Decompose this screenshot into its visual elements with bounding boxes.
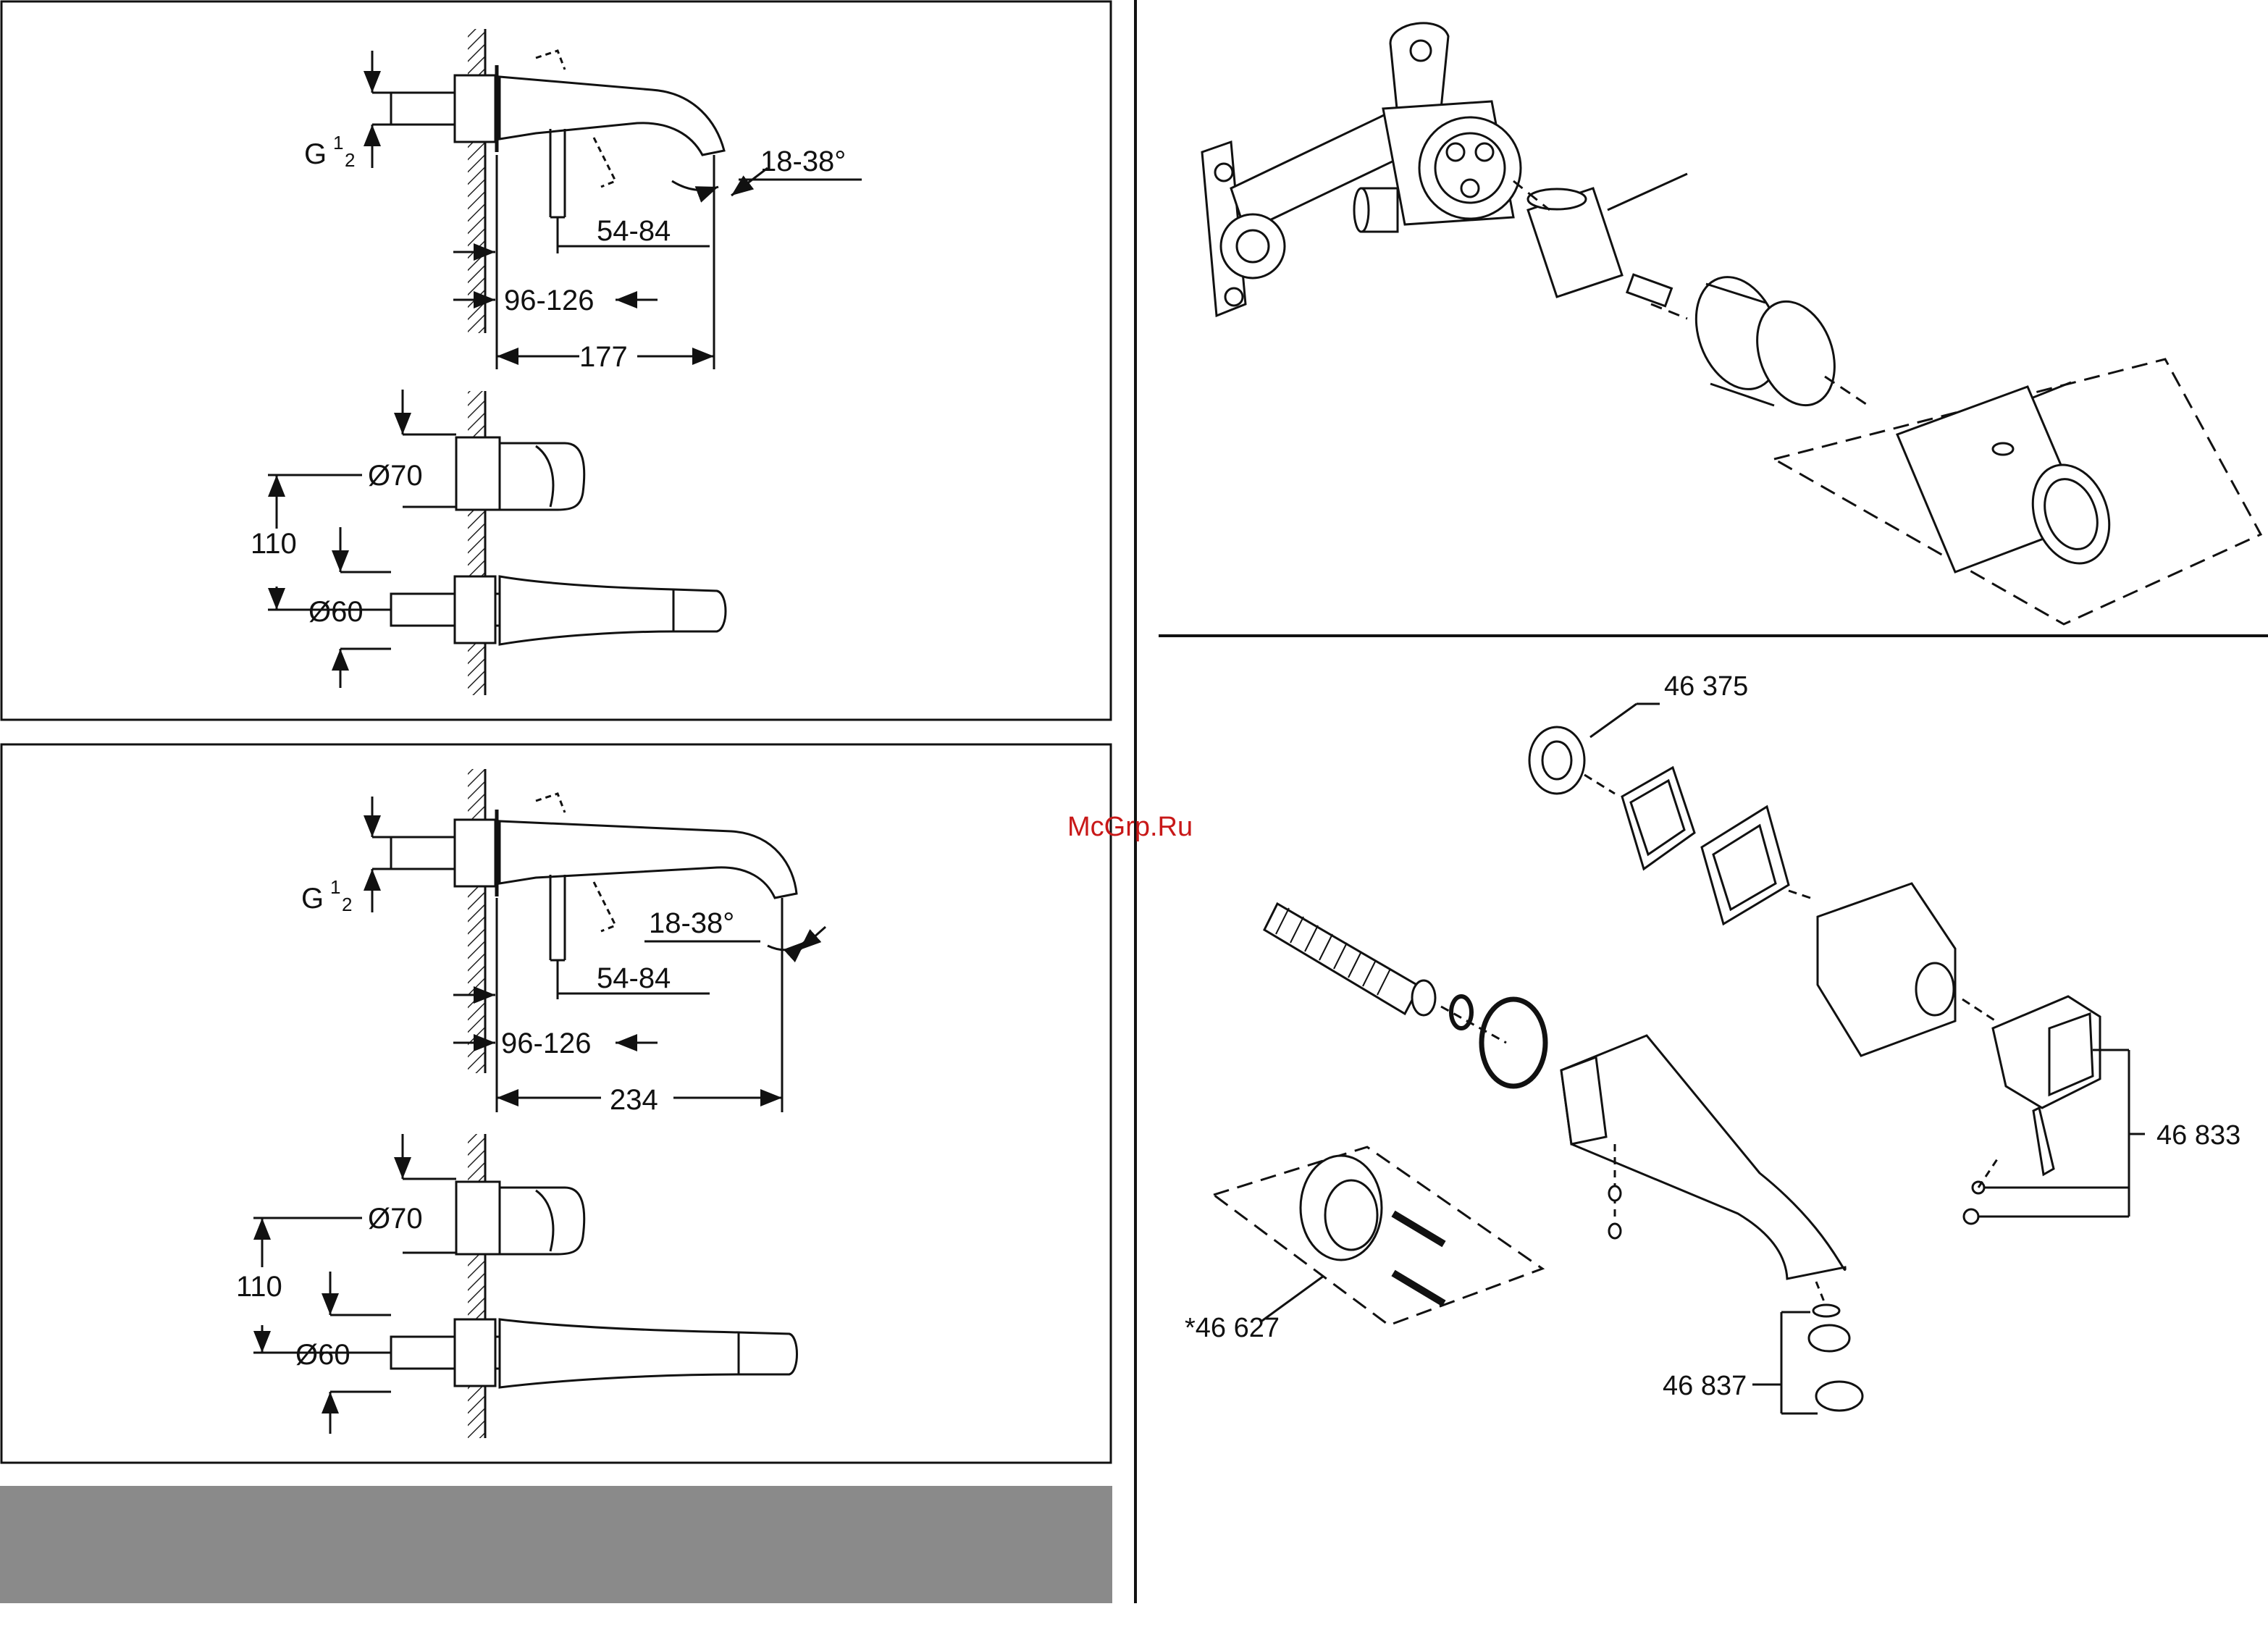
dim-projection: 177 — [579, 341, 628, 373]
part-label-aerator: 46 837 — [1663, 1371, 1747, 1401]
angle-label: 18-38° — [760, 146, 846, 177]
dim-diameter-60: Ø60 — [308, 596, 364, 628]
dim-54-84: 54-84 — [597, 215, 671, 247]
spout-part — [1561, 1035, 1845, 1279]
dim-54-84: 54-84 — [597, 962, 671, 994]
part-label-flange: *46 627 — [1185, 1313, 1280, 1343]
watermark: McGrp.Ru — [1067, 812, 1193, 842]
dimension-panel-177 — [1, 1, 1111, 720]
thread-num: 1 — [330, 876, 340, 898]
part-label-handle: 46 833 — [2156, 1120, 2240, 1151]
thread-den: 2 — [345, 149, 355, 171]
thread-den: 2 — [342, 894, 352, 915]
dim-96-126: 96-126 — [501, 1028, 592, 1059]
dim-center-110: 110 — [251, 528, 297, 560]
part-label-cap: 46 375 — [1664, 671, 1748, 702]
dim-diameter-60: Ø60 — [295, 1339, 350, 1371]
thread-num: 1 — [333, 132, 343, 154]
dimension-panel-234 — [1, 744, 1111, 1463]
aerator-part — [1816, 1382, 1862, 1411]
o-ring — [1482, 999, 1545, 1086]
dim-diameter-70: Ø70 — [368, 460, 423, 492]
trim-exploded-view — [1214, 704, 2145, 1413]
dim-diameter-70: Ø70 — [368, 1203, 423, 1235]
dim-96-126: 96-126 — [504, 285, 595, 316]
thread-label: G — [301, 883, 324, 915]
dim-center-110: 110 — [236, 1271, 282, 1303]
angle-label: 18-38° — [649, 907, 734, 939]
dim-projection: 234 — [610, 1084, 658, 1116]
footer-bar — [0, 1486, 1112, 1603]
concealed-body-exploded-view — [1202, 23, 2261, 624]
thread-label: G — [304, 138, 327, 170]
threaded-extension — [1264, 904, 1419, 1014]
